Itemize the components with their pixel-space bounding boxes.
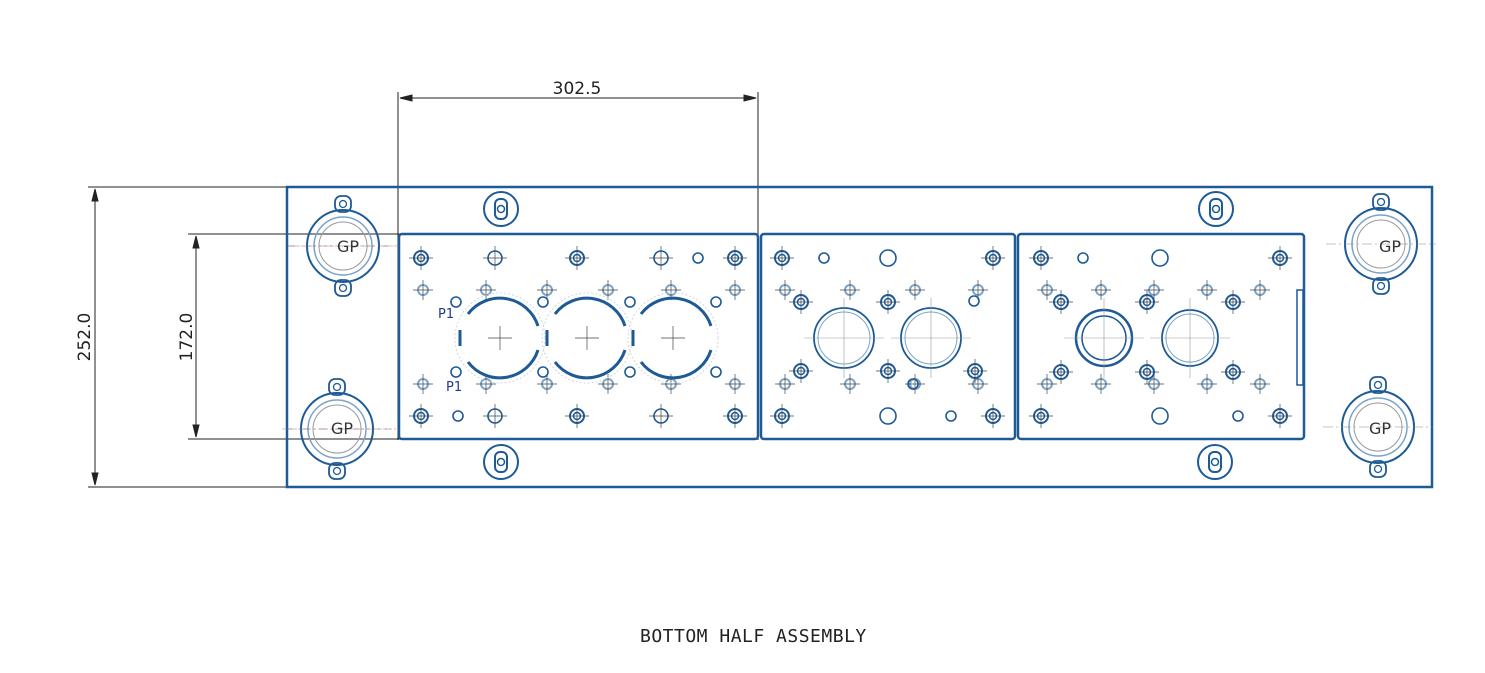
clamp-bottom-left-slot	[494, 451, 508, 473]
middle-block-small-hole-top	[818, 252, 830, 264]
left-block-vent-0	[450, 296, 462, 308]
guide-pin-top-right-screw-bottom	[1376, 281, 1386, 291]
clamp-top-left-slot	[494, 198, 508, 220]
port-label-upper: P1	[438, 307, 454, 322]
left-block-vent-4	[450, 366, 462, 378]
port-label-lower: P1	[446, 380, 462, 395]
left-block-vent-7	[710, 366, 722, 378]
left-block-small-hole-top	[692, 252, 704, 264]
guide-pin-label-top-right: GP	[1379, 237, 1401, 256]
guide-pin-bottom-left-tab-top	[328, 378, 346, 396]
cavity-left-2-arc-bottom	[553, 349, 627, 380]
guide-pin-bottom-left-tab-bottom	[328, 462, 346, 480]
dimension-height-inner	[188, 233, 400, 440]
cavity-left-1-outline	[454, 292, 546, 384]
dimension-height-outer	[88, 186, 287, 488]
cavity-left-3-arc-top	[639, 296, 713, 327]
guide-pin-top-left-screw-bottom	[338, 283, 348, 293]
parts-layer	[282, 191, 1436, 480]
guide-pin-top-right-tab-top	[1372, 193, 1390, 211]
right-block-hole-bottom	[1151, 407, 1169, 425]
left-block-vent-5	[537, 366, 549, 378]
guide-pin-bottom-right-screw-bottom	[1373, 464, 1383, 474]
clamp-bottom-right-outer	[1197, 444, 1233, 480]
middle-block-hole-bottom	[879, 407, 897, 425]
guide-pin-bottom-right-screw-top	[1373, 380, 1383, 390]
guide-pin-top-left-screw-top	[338, 199, 348, 209]
left-block-small-hole-bottom	[452, 410, 464, 422]
cavity-left-1-arc-top	[466, 296, 540, 327]
middle-block-vent-1	[907, 378, 919, 390]
left-block-vent-2	[624, 296, 636, 308]
guide-pin-top-right-screw-top	[1376, 197, 1386, 207]
right-block-hole-top	[1151, 249, 1169, 267]
clamp-bottom-right-screw	[1210, 457, 1220, 467]
base-plate	[285, 185, 1434, 489]
clamp-bottom-left-outer	[483, 444, 519, 480]
cavity-block-left	[397, 232, 760, 441]
guide-pin-label-bottom-left: GP	[331, 419, 353, 438]
guide-pin-bottom-left-screw-top	[332, 382, 342, 392]
guide-pin-top-left-tab-top	[334, 195, 352, 213]
guide-pin-top-right-tab-bottom	[1372, 277, 1390, 295]
cavity-left-3-arc-bottom	[639, 349, 713, 380]
clamp-top-right-screw	[1211, 204, 1221, 214]
guide-pin-bottom-right-tab-top	[1369, 376, 1387, 394]
cavity-block-middle	[759, 232, 1017, 441]
clamp-top-right-slot	[1209, 198, 1223, 220]
dimension-height-outer-value: 252.0	[75, 313, 95, 362]
dimension-width-value: 302.5	[553, 79, 602, 99]
clamp-top-left-screw	[496, 204, 506, 214]
left-block-vent-1	[537, 296, 549, 308]
middle-block-small-hole-bottom	[945, 410, 957, 422]
guide-pin-label-bottom-right: GP	[1369, 419, 1391, 438]
middle-block-hole-top	[879, 249, 897, 267]
clamp-bottom-right-slot	[1208, 451, 1222, 473]
guide-pin-bottom-right-tab-bottom	[1369, 460, 1387, 478]
drawing-caption: BOTTOM HALF ASSEMBLY	[640, 626, 867, 647]
guide-pin-label-top-left: GP	[337, 237, 359, 256]
guide-pin-top-left-tab-bottom	[334, 279, 352, 297]
left-block-vent-3	[710, 296, 722, 308]
right-block-small-hole-top	[1077, 252, 1089, 264]
side-slot	[1296, 289, 1304, 386]
right-block-small-hole-bottom	[1232, 410, 1244, 422]
cavity-left-3-outline	[627, 292, 719, 384]
cavity-left-1-arc-bottom	[466, 349, 540, 380]
middle-block-vent-0	[968, 295, 980, 307]
clamp-top-right-outer	[1198, 191, 1234, 227]
guide-pin-bottom-left-screw-bottom	[332, 466, 342, 476]
clamp-bottom-left-screw	[496, 457, 506, 467]
dimension-height-inner-value: 172.0	[177, 313, 197, 362]
left-block-vent-6	[624, 366, 636, 378]
clamp-top-left-outer	[483, 191, 519, 227]
cavity-left-2-arc-top	[553, 296, 627, 327]
cavity-block-right	[1016, 232, 1306, 441]
